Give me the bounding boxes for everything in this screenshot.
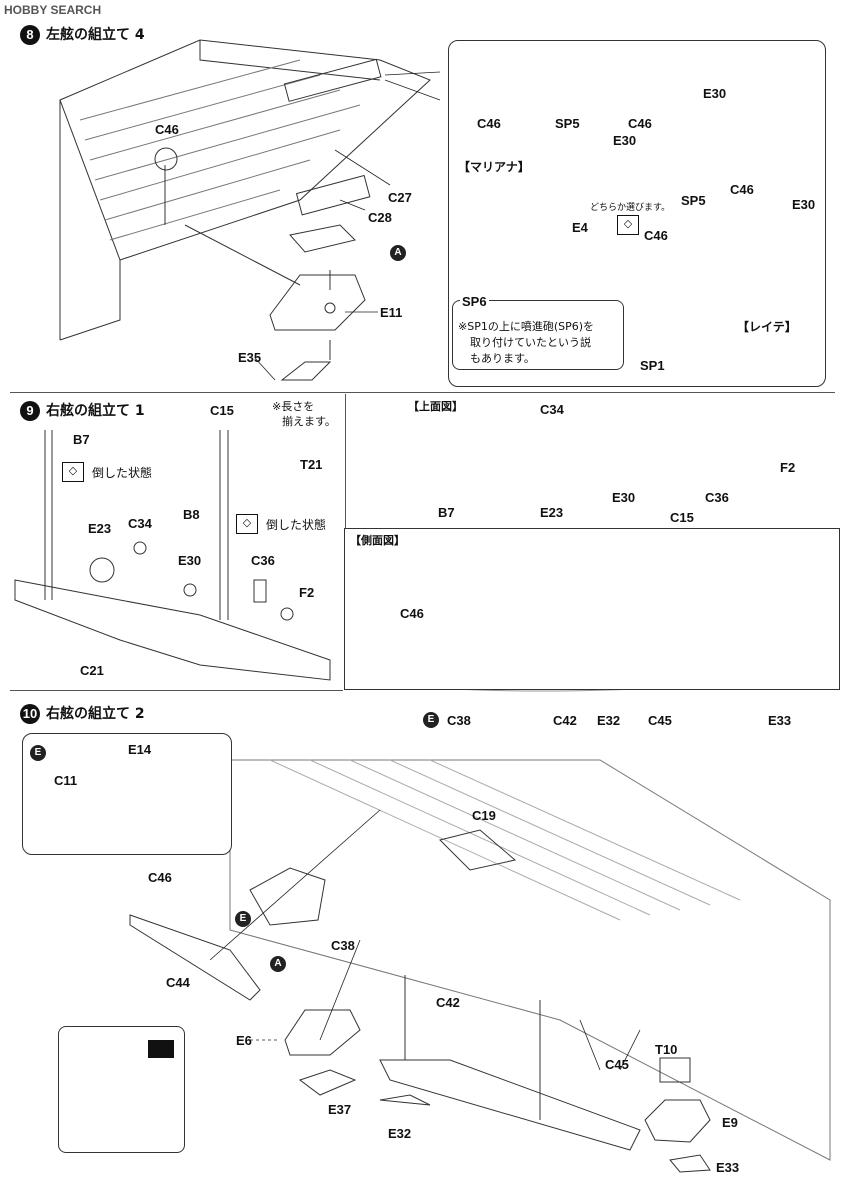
label-c34: C34	[128, 516, 152, 531]
detail-label-sp5: SP5	[555, 116, 580, 131]
sub-label-e14: E14	[128, 742, 152, 757]
view-direction-icon: ◇	[617, 215, 639, 235]
label-e23: E23	[88, 521, 112, 536]
label-c27: C27	[388, 190, 412, 205]
view-direction-icon-2: ◇	[236, 514, 258, 534]
watermark-text: HOBBY SEARCH	[4, 3, 102, 17]
label-e35: E35	[238, 350, 262, 365]
step-10-title-text: 右舷の組立て 2	[46, 706, 145, 722]
side-view-box	[344, 528, 840, 690]
step-8-title-text: 左舷の組立て 4	[46, 27, 145, 43]
detail-label-e30-c: E30	[792, 197, 816, 212]
detail-label-c46-c: C46	[644, 228, 668, 243]
label-c36: C36	[251, 553, 275, 568]
top-label-c36: C36	[705, 490, 729, 505]
marker-a-10: A	[270, 956, 286, 972]
label-c45-10: C45	[605, 1057, 629, 1072]
divider-1	[10, 392, 835, 393]
detail-label-e30-a: E30	[703, 86, 727, 101]
sp6-note-line1: ※SP1の上に噴進砲(SP6)を	[458, 320, 595, 333]
divider-2	[10, 690, 343, 691]
sp6-note-line2: 取り付けていたという説	[470, 336, 591, 349]
label-t10: T10	[655, 1042, 678, 1057]
step-9-number: 9	[20, 401, 40, 421]
detail-label-c46-a: C46	[477, 116, 501, 131]
top-label-e23: E23	[540, 505, 564, 520]
length-note-line1: ※長さを	[272, 400, 315, 413]
top-label-c34: C34	[540, 402, 564, 417]
detail-label-c46-d: C46	[730, 182, 754, 197]
step-10-number: 10	[20, 704, 40, 724]
step-10-title: 10 右舷の組立て 2	[20, 703, 145, 724]
marker-a: A	[390, 245, 406, 261]
view-direction-icon-1: ◇	[62, 462, 84, 482]
label-b7: B7	[73, 432, 90, 447]
label-e11: E11	[380, 305, 403, 320]
cement-icon-10	[148, 1040, 174, 1058]
label-c44: C44	[166, 975, 190, 990]
label-f2: F2	[299, 585, 315, 600]
watermark: HOBBY SEARCH	[4, 3, 101, 17]
step-9-title: 9 右舷の組立て 1	[20, 400, 145, 421]
state-note-1: 倒した状態	[92, 466, 153, 480]
top-label-c15: C15	[670, 510, 694, 525]
detail-label-c46-b: C46	[628, 116, 652, 131]
label-c28: C28	[368, 210, 392, 225]
top-label-f2: F2	[780, 460, 796, 475]
label-e37: E37	[328, 1102, 352, 1117]
sp6-note-line3: もあります。	[470, 352, 535, 365]
label-e6: E6	[236, 1033, 252, 1048]
detail-label-sp1: SP1	[640, 358, 665, 373]
label-e33-10: E33	[716, 1160, 740, 1175]
detail-label-e4: E4	[572, 220, 588, 235]
top-view-box	[345, 394, 838, 528]
top-label-b7: B7	[438, 505, 455, 520]
detail-label-sp5-b: SP5	[681, 193, 706, 208]
side-label-c38: C38	[447, 713, 471, 728]
side-label-e32: E32	[597, 713, 621, 728]
side-label-c42: C42	[553, 713, 577, 728]
choose-note: どちらか選びます。	[590, 203, 671, 213]
sp6-note-box	[452, 300, 624, 370]
top-label-e30: E30	[612, 490, 636, 505]
label-c21: C21	[80, 663, 104, 678]
label-c15: C15	[210, 403, 234, 418]
side-label-e33: E33	[768, 713, 792, 728]
label-t21: T21	[300, 457, 323, 472]
label-b8: B8	[183, 507, 200, 522]
top-view-title: 【上面図】	[408, 400, 463, 413]
variant-leyte: 【レイテ】	[737, 320, 797, 334]
side-label-c46: C46	[400, 606, 424, 621]
side-view-title: 【側面図】	[350, 534, 405, 547]
label-e32-10: E32	[388, 1126, 412, 1141]
sp6-title: SP6	[460, 294, 489, 309]
side-marker-e: E	[423, 712, 439, 728]
label-e9: E9	[722, 1115, 738, 1130]
state-note-2: 倒した状態	[266, 518, 327, 532]
label-c19: C19	[472, 808, 496, 823]
step-8-title: 8 左舷の組立て 4	[20, 24, 145, 45]
variant-mariana: 【マリアナ】	[458, 160, 530, 174]
step-8-number: 8	[20, 25, 40, 45]
step-9-title-text: 右舷の組立て 1	[46, 403, 145, 419]
label-c38-10: C38	[331, 938, 355, 953]
marker-e-10: E	[235, 911, 251, 927]
label-c46: C46	[155, 122, 179, 137]
detail-label-e30-b: E30	[613, 133, 637, 148]
length-note-line2: 揃えます。	[282, 415, 336, 428]
label-c42-10: C42	[436, 995, 460, 1010]
sub-label-c11: C11	[54, 773, 78, 788]
label-e30: E30	[178, 553, 202, 568]
sub-assembly-box	[22, 733, 232, 855]
label-c46-10: C46	[148, 870, 172, 885]
sub-marker-e: E	[30, 745, 46, 761]
side-label-c45: C45	[648, 713, 672, 728]
